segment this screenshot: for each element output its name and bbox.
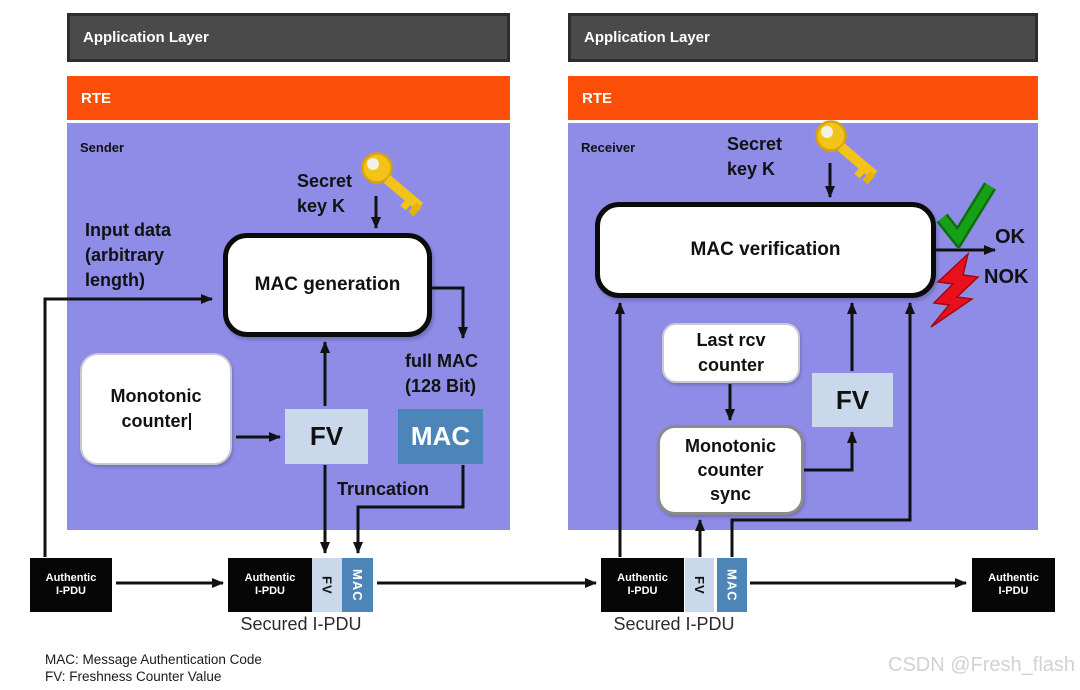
secret-key-label-receiver: Secret key K: [727, 134, 783, 179]
receiver-fv-box: FV: [812, 373, 893, 427]
abbreviation-legend: MAC: Message Authentication Code FV: Fre…: [45, 652, 262, 685]
mac-verification-box: MAC verification: [595, 202, 936, 298]
application-layer-label: Application Layer: [83, 29, 209, 46]
fv-slot-receiver: FV: [685, 558, 714, 612]
authentic-ipdu-destination: Authentic I-PDU: [972, 558, 1055, 612]
authentic-ipdu-secured-receiver: Authentic I-PDU: [601, 558, 684, 612]
secret-key-icon: [815, 120, 878, 185]
watermark: CSDN @Fresh_flash: [888, 654, 1076, 676]
receiver-rte-layer: RTE: [568, 76, 1038, 120]
receiver-application-layer: Application Layer: [568, 13, 1038, 62]
rte-label: RTE: [81, 89, 111, 107]
legend-fv: FV: Freshness Counter Value: [45, 668, 222, 684]
secret-key-icon: [361, 152, 424, 217]
mac-generation-box: MAC generation: [223, 233, 432, 337]
sender-fv-box: FV: [285, 409, 368, 464]
nok-label: NOK: [984, 266, 1029, 288]
secret-key-label-sender: Secret key K: [297, 171, 353, 216]
rte-label: RTE: [582, 89, 612, 107]
text-cursor-artifact: [188, 413, 191, 430]
last-rcv-counter-box: Last rcv counter: [662, 323, 800, 383]
legend-mac: MAC: Message Authentication Code: [45, 652, 262, 667]
application-layer-label: Application Layer: [584, 29, 710, 46]
input-data-label: Input data (arbitrary length): [85, 220, 171, 290]
sender-application-layer: Application Layer: [67, 13, 510, 62]
ok-checkmark-icon: [936, 182, 996, 248]
ok-label: OK: [995, 226, 1025, 248]
nok-lightning-icon: [930, 252, 980, 328]
monotonic-counter-sync-box: Monotonic counter sync: [657, 425, 804, 515]
mac-slot-sender: MAC: [342, 558, 373, 612]
sender-rte-layer: RTE: [67, 76, 510, 120]
authentic-ipdu-source: Authentic I-PDU: [30, 558, 112, 612]
sender-label: Sender: [80, 140, 125, 155]
secured-ipdu-label-sender: Secured I-PDU: [240, 614, 362, 634]
receiver-label: Receiver: [581, 140, 636, 155]
sender-mac-box: MAC: [398, 409, 483, 464]
full-mac-label: full MAC (128 Bit): [405, 351, 478, 396]
truncation-label: Truncation: [337, 479, 430, 499]
monotonic-counter-box: Monotonic counter: [80, 353, 232, 465]
authentic-ipdu-secured-sender: Authentic I-PDU: [228, 558, 312, 612]
secured-ipdu-label-receiver: Secured I-PDU: [613, 614, 735, 634]
fv-slot-sender: FV: [312, 558, 342, 612]
mac-slot-receiver: MAC: [717, 558, 747, 612]
